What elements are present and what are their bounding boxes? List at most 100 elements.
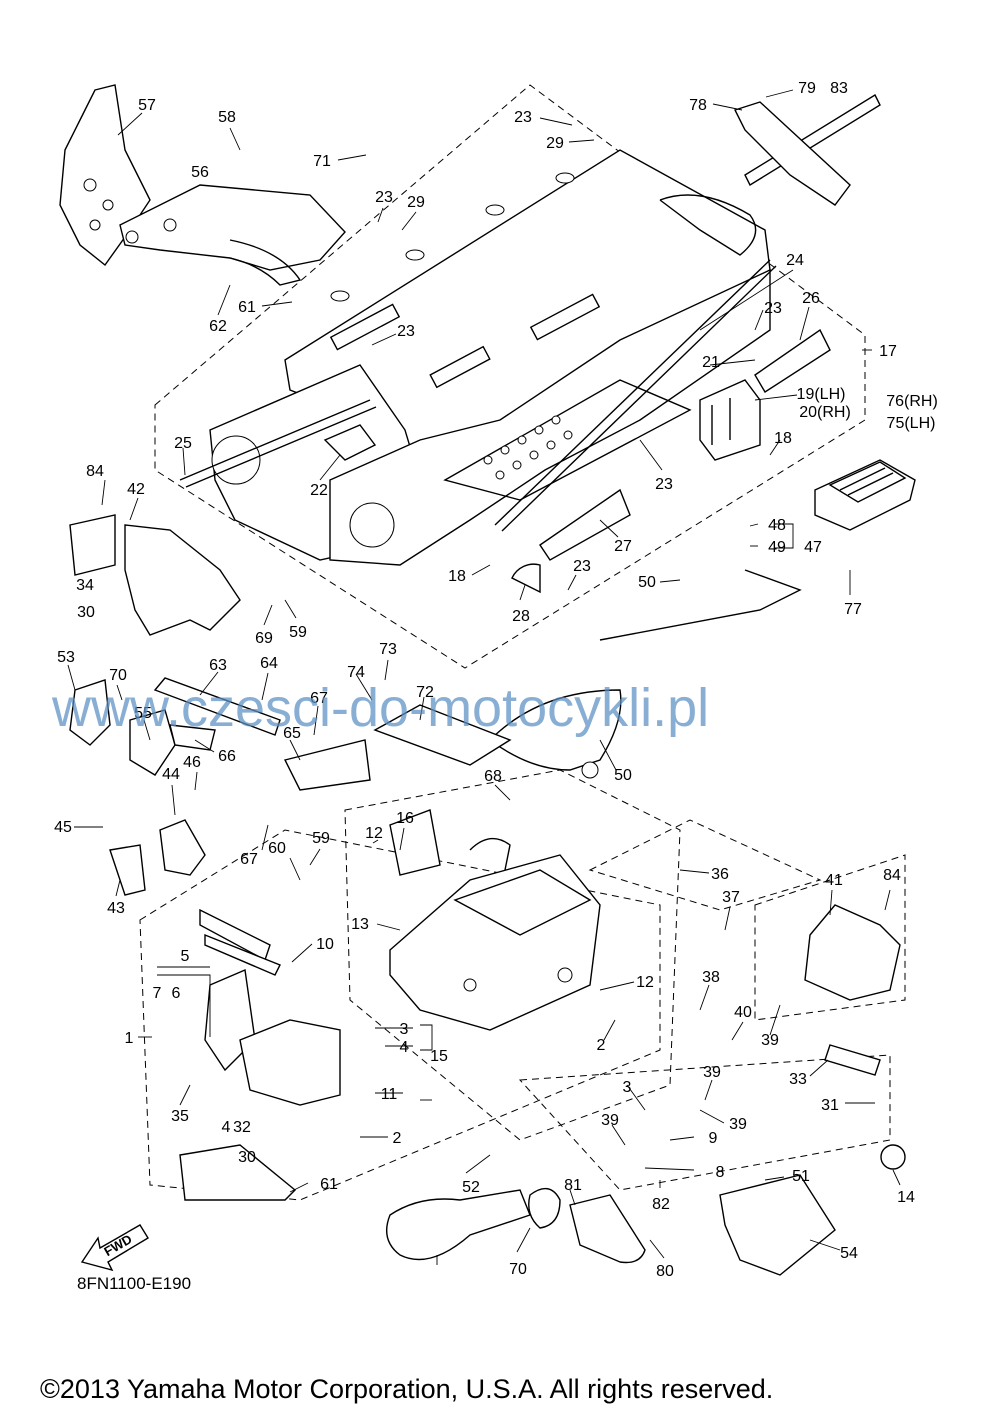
callout-label: 70 xyxy=(509,1261,527,1278)
callout-label: 16 xyxy=(396,810,414,827)
callout-label: 13 xyxy=(351,916,369,933)
callout-label: 18 xyxy=(448,568,466,585)
duct-80-part xyxy=(386,1189,531,1261)
callout-label: 73 xyxy=(379,641,397,658)
callout-label: 29 xyxy=(407,194,425,211)
callout-label: 33 xyxy=(789,1071,807,1088)
callout-label: 7 xyxy=(153,985,162,1002)
callout-label: 39 xyxy=(601,1112,619,1129)
callout-label: 56 xyxy=(191,164,209,181)
callout-label: 39 xyxy=(761,1032,779,1049)
callout-label: 19(LH) xyxy=(797,386,846,403)
callout-label: 4 xyxy=(400,1039,409,1056)
callout-label: 46 xyxy=(183,754,201,771)
callout-label: 59 xyxy=(289,624,307,641)
callout-label: 15 xyxy=(430,1048,448,1065)
callout-label: 35 xyxy=(171,1108,189,1125)
callout-label: 12 xyxy=(636,974,654,991)
callout-label: 66 xyxy=(218,748,236,765)
callout-label: 75(LH) xyxy=(887,415,936,432)
callout-label: 68 xyxy=(484,768,502,785)
plate-72-part xyxy=(373,704,512,766)
callout-label: 61 xyxy=(320,1176,338,1193)
bracket-65-part xyxy=(283,739,371,791)
callout-label: 30 xyxy=(238,1149,256,1166)
callout-label: 83 xyxy=(830,80,848,97)
callout-label: 48 xyxy=(768,517,786,534)
callout-label: 22 xyxy=(310,482,328,499)
callout-label: 61 xyxy=(238,299,256,316)
callout-label: 25 xyxy=(174,435,192,452)
callout-label: 81 xyxy=(564,1177,582,1194)
callout-label: 82 xyxy=(652,1196,670,1213)
callout-label: 8 xyxy=(716,1164,725,1181)
callout-label: 47 xyxy=(804,539,822,556)
callout-label: 63 xyxy=(209,657,227,674)
callout-label: 3 xyxy=(400,1021,409,1038)
callout-label: 70 xyxy=(109,667,127,684)
callout-label: 44 xyxy=(162,766,180,783)
callout-label: 39 xyxy=(703,1064,721,1081)
callout-label: 71 xyxy=(313,153,331,170)
callout-label: 62 xyxy=(209,318,227,335)
right-bracket-group-boundary xyxy=(754,854,906,1021)
guard-50-part xyxy=(488,689,622,779)
callout-label: 39 xyxy=(729,1116,747,1133)
callout-label: 67 xyxy=(240,851,258,868)
callout-label: 53 xyxy=(57,649,75,666)
callout-label: 50 xyxy=(614,767,632,784)
lower-frame-part xyxy=(389,809,601,1031)
bracket-42-part xyxy=(69,514,241,636)
callout-label: 54 xyxy=(840,1245,858,1262)
callout-label: 84 xyxy=(883,867,901,884)
plate-26-part xyxy=(754,328,831,393)
callout-label: 80 xyxy=(656,1263,674,1280)
callout-label: 1 xyxy=(125,1030,134,1047)
plate-51-part xyxy=(880,1144,906,1170)
callout-label: 26 xyxy=(802,290,820,307)
plate-14-part xyxy=(179,1144,297,1201)
plate-27-part xyxy=(539,488,631,561)
callout-label: 49 xyxy=(768,539,786,556)
callout-label: 20(RH) xyxy=(799,404,851,421)
callout-label: 4 xyxy=(222,1119,231,1136)
callout-label: 57 xyxy=(138,97,156,114)
mount-53-part xyxy=(69,679,111,746)
callout-label: 24 xyxy=(786,252,804,269)
callout-label: 55 xyxy=(134,705,152,722)
diagram-code: 8FN1100-E190 xyxy=(77,1274,191,1293)
callout-label: 14 xyxy=(897,1189,915,1206)
callout-label: 74 xyxy=(347,664,365,681)
callout-label: 79 xyxy=(798,80,816,97)
suspension-bracket-part xyxy=(699,379,761,461)
callout-label: 37 xyxy=(722,889,740,906)
callout-label: 42 xyxy=(127,481,145,498)
callout-label: 23 xyxy=(375,189,393,206)
callout-label: 65 xyxy=(283,725,301,742)
callout-label: 32 xyxy=(233,1119,251,1136)
callout-label: 59 xyxy=(312,830,330,847)
clamp-54-part xyxy=(528,1187,561,1229)
callout-label: 52 xyxy=(462,1179,480,1196)
callout-label: 40 xyxy=(734,1004,752,1021)
callout-label: 28 xyxy=(512,608,530,625)
bracket-41-part xyxy=(804,904,901,1001)
watermark-text: www.czesci-do-motocykli.pl xyxy=(51,678,709,738)
leader-lines xyxy=(67,89,901,1265)
front-frame-group-boundary xyxy=(139,829,661,1201)
callout-label: 23 xyxy=(655,476,673,493)
cover-81-part xyxy=(719,1174,836,1276)
callout-label: 5 xyxy=(181,948,190,965)
callout-label: 64 xyxy=(260,655,278,672)
callout-label: 9 xyxy=(709,1130,718,1147)
callout-label: 10 xyxy=(316,936,334,953)
callout-label: 84 xyxy=(86,463,104,480)
callout-label: 12 xyxy=(365,825,383,842)
bar-63-part xyxy=(153,677,281,736)
callout-label: 18 xyxy=(774,430,792,447)
callout-label: 67 xyxy=(310,690,328,707)
callout-label: 72 xyxy=(416,684,434,701)
callout-label: 51 xyxy=(792,1168,810,1185)
